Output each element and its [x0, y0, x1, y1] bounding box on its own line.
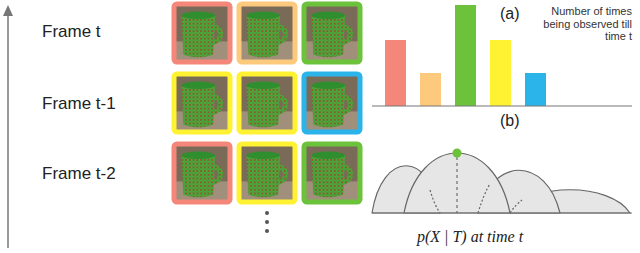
panel-label: (a) [500, 5, 520, 23]
frame-label: Frame t [42, 22, 101, 42]
axis-note: Number of times being observed till time… [532, 5, 632, 43]
panel-label: (b) [500, 112, 520, 130]
axis-label: p(X | T) at time t [417, 228, 523, 246]
frame-grid [174, 4, 360, 233]
frame-label: Frame t-2 [42, 164, 116, 184]
frame-label: Frame t-1 [42, 94, 116, 114]
bar-chart [372, 5, 632, 106]
distribution-plot [372, 149, 632, 214]
time-axis [7, 14, 9, 248]
arrow-head [3, 5, 13, 16]
